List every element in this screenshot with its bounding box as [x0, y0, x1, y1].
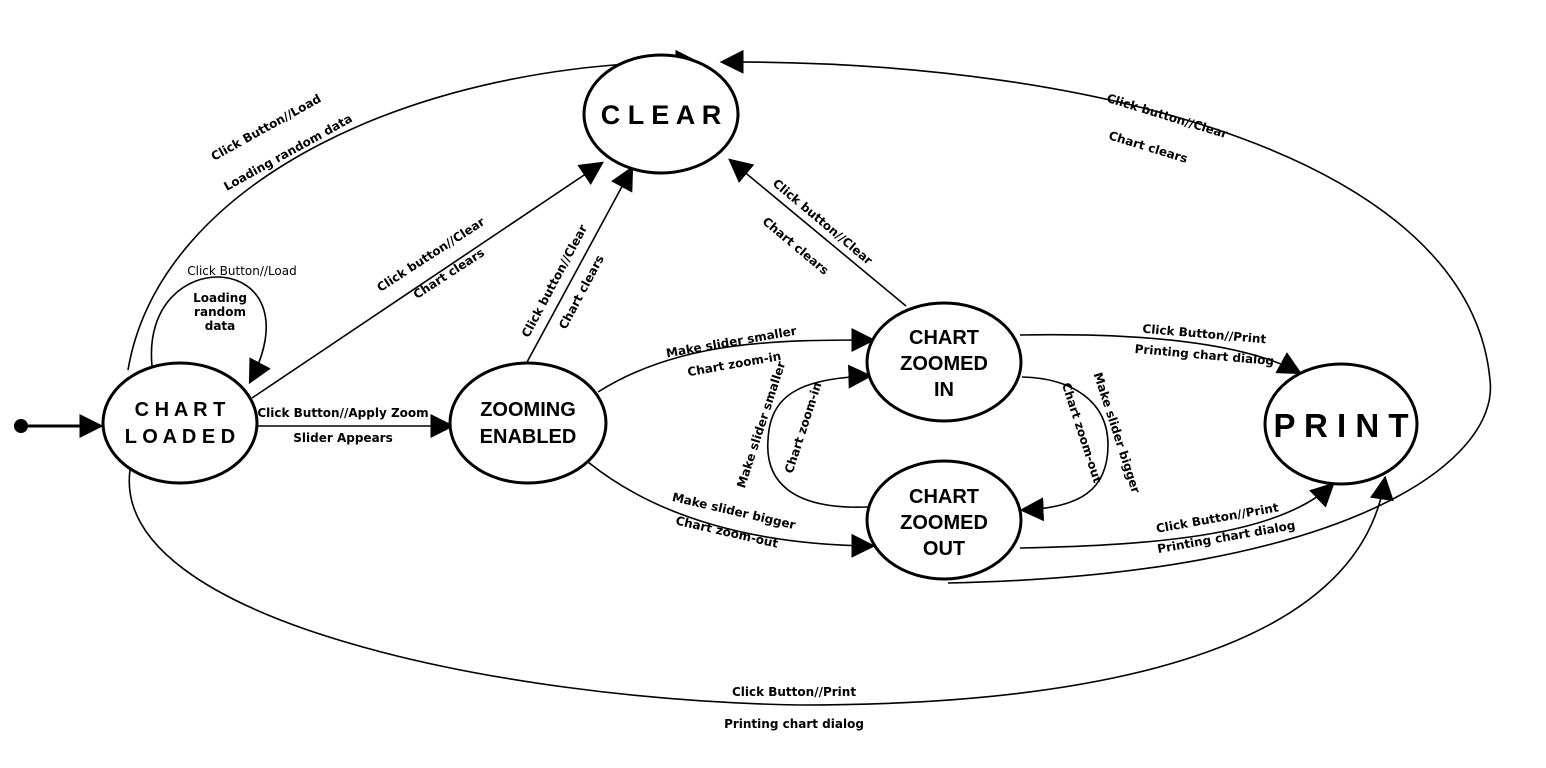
edge-zooming-to-zoomedin: [597, 328, 876, 393]
state-chart-zoomed-in-line1: CHART: [909, 327, 979, 349]
label-loaded-to-clear-top-action: Loading random data: [221, 111, 354, 193]
state-chart-zoomed-out-line2: ZOOMED: [900, 512, 988, 534]
state-chart-zoomed-out-line1: CHART: [909, 486, 979, 508]
edge-zoomedin-to-zoomedout: [1019, 376, 1109, 522]
label-loaded-self-action-line2: random: [194, 305, 246, 319]
edge-zoomedout-to-print: [1019, 482, 1335, 549]
state-chart-zoomed-out-line3: OUT: [923, 538, 965, 560]
edge-loaded-self-loop: [150, 276, 271, 385]
label-zoomedout-to-zoomedin-event: Make slider smaller: [734, 360, 788, 490]
label-zoomedin-to-print-event: Click Button//Print: [1142, 322, 1267, 347]
label-loaded-to-print-event: Click Button//Print: [732, 685, 856, 699]
edge-zoomedin-to-print: [1019, 333, 1303, 375]
label-loaded-self-event: Click Button//Load: [187, 264, 296, 278]
label-loaded-self-action-line1: Loading: [193, 291, 247, 305]
state-chart-zoomed-in-line2: ZOOMED: [900, 353, 988, 375]
edge-zooming-to-zoomedout: [587, 461, 876, 558]
state-chart-zoomed-in-line3: IN: [934, 379, 954, 401]
label-zoomedin-to-clear-event: Click button//Clear: [770, 176, 875, 267]
state-chart-loaded-line1: C H A R T: [135, 399, 226, 421]
edge-zoomedout-to-zoomedin: [767, 364, 873, 508]
edge-loaded-to-clear: [251, 161, 604, 399]
state-clear: C L E A R: [582, 53, 740, 175]
state-print-label: P R I N T: [1273, 407, 1408, 444]
edge-zoomedout-to-clear: [719, 49, 1492, 584]
label-loaded-to-zooming-action: Slider Appears: [293, 431, 392, 445]
state-chart-loaded-line2: L O A D E D: [125, 426, 235, 448]
state-chart-zoomed-in: CHART ZOOMED IN: [865, 301, 1023, 423]
state-chart-zoomed-out: CHART ZOOMED OUT: [865, 459, 1023, 581]
state-zooming-enabled-line2: ENABLED: [480, 426, 577, 448]
edge-loaded-to-print: [128, 469, 1394, 706]
label-loaded-to-zooming-event: Click Button//Apply Zoom: [257, 406, 428, 420]
edge-zoomedin-to-clear: [728, 158, 907, 307]
initial-state-dot: [14, 419, 28, 433]
label-loaded-to-print-action: Printing chart dialog: [724, 717, 864, 731]
state-zooming-enabled: ZOOMING ENABLED: [448, 361, 608, 485]
edge-loaded-to-clear-top: [127, 49, 700, 371]
label-loaded-self-action-line3: data: [205, 319, 236, 333]
edge-zooming-to-clear: [525, 165, 634, 365]
label-loaded-to-clear-top-event: Click Button//Load: [209, 91, 324, 163]
state-clear-label: C L E A R: [601, 100, 722, 130]
state-print: P R I N T: [1263, 362, 1419, 486]
label-zoomedout-to-clear-action: Chart clears: [1107, 129, 1189, 166]
state-chart-loaded: C H A R T L O A D E D: [101, 361, 259, 485]
label-zoomedin-to-print-action: Printing chart dialog: [1134, 342, 1275, 368]
state-zooming-enabled-line1: ZOOMING: [480, 399, 576, 421]
